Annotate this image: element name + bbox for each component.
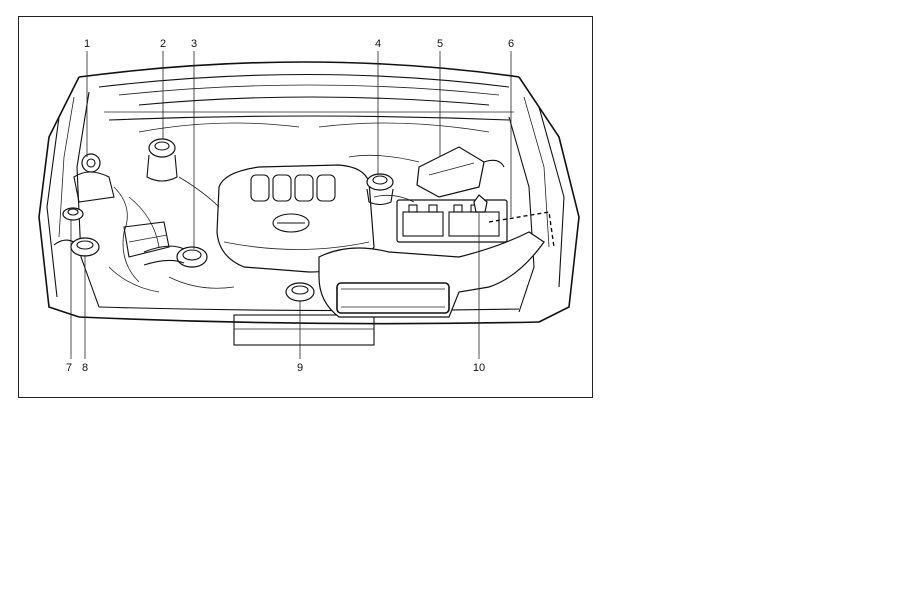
callout-4: 4 <box>375 38 381 50</box>
callout-3: 3 <box>191 38 197 50</box>
callout-6: 6 <box>508 38 514 50</box>
cap-9 <box>286 283 314 301</box>
cap-2 <box>147 139 177 181</box>
callout-10: 10 <box>473 362 485 374</box>
right-fender <box>509 77 579 322</box>
cap-7 <box>63 208 83 220</box>
callout-2: 2 <box>160 38 166 50</box>
callout-9: 9 <box>297 362 303 374</box>
cap-1-assembly <box>74 154 114 202</box>
fuse-box <box>417 147 504 197</box>
callout-1: 1 <box>84 38 90 50</box>
radiator-support <box>79 307 539 345</box>
hood-outline <box>79 62 519 120</box>
battery <box>397 200 507 242</box>
left-fender <box>39 77 99 317</box>
cap-3 <box>144 246 207 267</box>
cap-10 <box>474 195 487 212</box>
cap-8 <box>54 238 99 256</box>
engine-compartment-diagram: 1 2 3 4 5 6 7 8 9 10 <box>18 16 593 398</box>
callout-7: 7 <box>66 362 72 374</box>
callout-8: 8 <box>82 362 88 374</box>
callout-5: 5 <box>437 38 443 50</box>
